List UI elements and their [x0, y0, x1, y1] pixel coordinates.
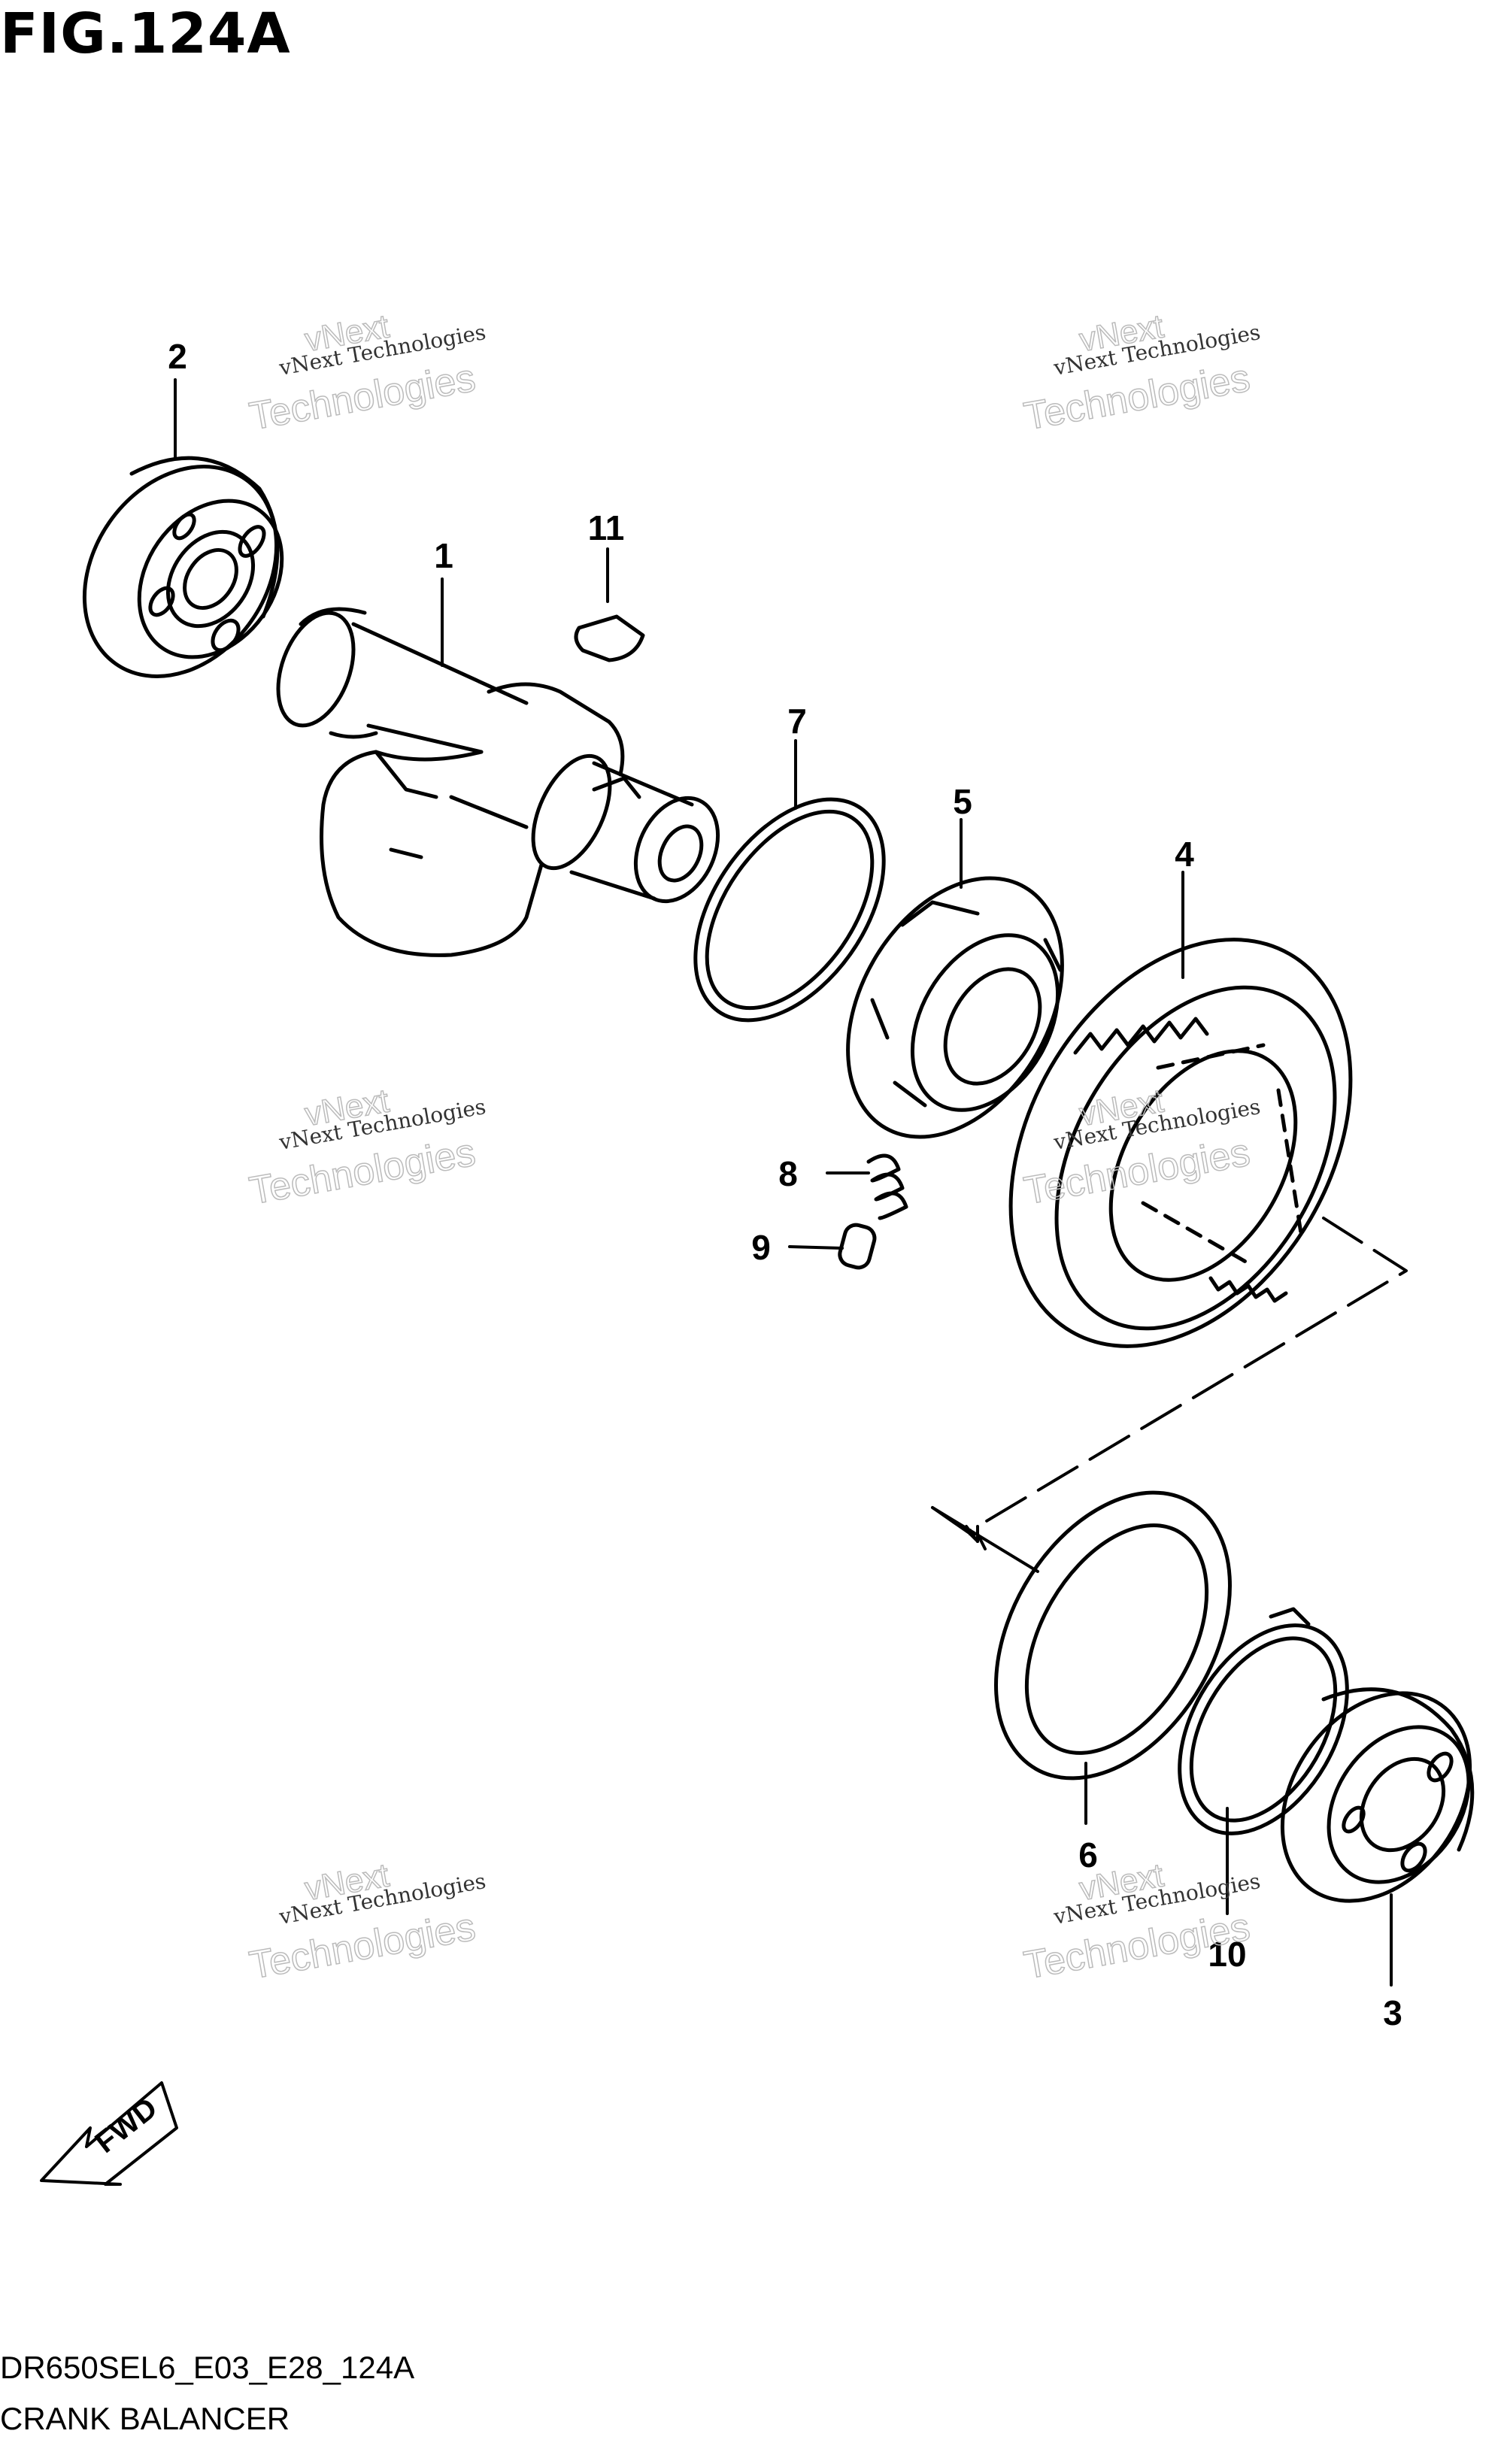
balancer-shaft-1 [276, 607, 720, 957]
balancer-gear-4 [1008, 938, 1353, 1348]
fwd-arrow-icon [40, 2081, 178, 2186]
callout-5: 5 [953, 782, 972, 821]
figure-name: CRANK BALANCER [0, 2401, 290, 2436]
callout-2: 2 [168, 337, 187, 376]
figure-code: DR650SEL6_E03_E28_124A [0, 2350, 415, 2385]
callout-6: 6 [1078, 1835, 1098, 1875]
callout-7: 7 [787, 702, 807, 741]
watermark-mid-left: vNext Technologies vNext Technologies [246, 1082, 488, 1214]
callout-10: 10 [1208, 1935, 1246, 1974]
leader-lines [174, 378, 1393, 1987]
figure-title: FIG.124A [0, 2, 291, 66]
callout-11: 11 [588, 508, 625, 547]
washer-6 [994, 1490, 1232, 1781]
bearing-2 [82, 456, 284, 678]
damper-hub-5 [846, 876, 1064, 1139]
watermark-mid-right: vNext Technologies vNext Technologies [1020, 1082, 1263, 1214]
spring-8 [866, 1153, 908, 1220]
woodruff-key-11 [574, 614, 645, 662]
pin-9 [838, 1223, 877, 1270]
bearing-3 [1280, 1687, 1475, 1903]
callout-9: 9 [751, 1228, 771, 1267]
watermark-top-left: vNext Technologies vNext Technologies [246, 308, 488, 440]
callout-8: 8 [778, 1154, 798, 1193]
circlip-10 [1178, 1607, 1349, 1835]
callout-3: 3 [1383, 1993, 1402, 2032]
callout-1: 1 [434, 536, 453, 575]
callout-4: 4 [1175, 835, 1194, 874]
watermark-bottom-left: vNext Technologies vNext Technologies [246, 1856, 488, 1989]
fwd-label: FWD [89, 2091, 163, 2159]
watermark-top-right: vNext Technologies vNext Technologies [1020, 308, 1263, 440]
o-ring-7 [693, 797, 886, 1023]
assembly-guide-lines [931, 1217, 1408, 1573]
